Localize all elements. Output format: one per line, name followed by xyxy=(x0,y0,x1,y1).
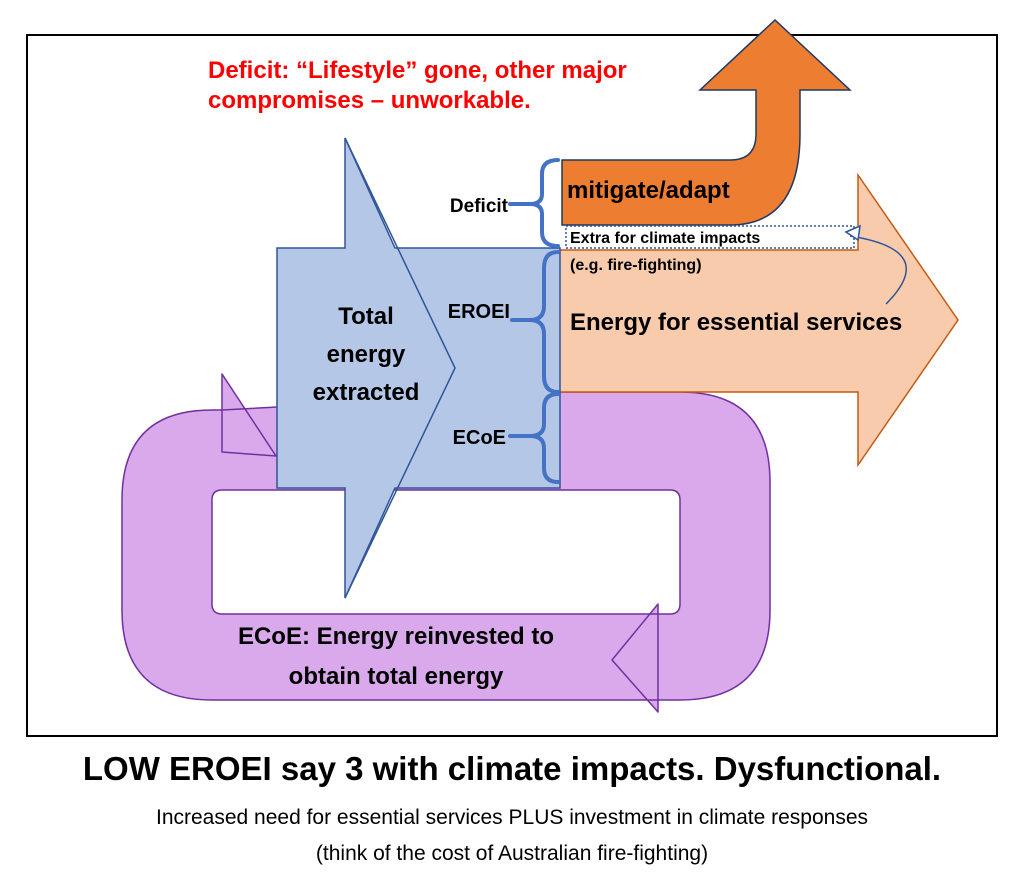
extra-climate-curve-arrow xyxy=(849,235,907,305)
deficit-label: Deficit xyxy=(450,196,509,217)
eroei-label: EROEI xyxy=(448,301,510,323)
extra-climate-box xyxy=(565,225,855,249)
total-energy-block xyxy=(276,137,561,599)
ecoe-brace xyxy=(508,392,560,484)
eroei-brace xyxy=(510,250,560,394)
deficit-headline-line1: Deficit: “Lifestyle” gone, other major xyxy=(208,57,627,84)
essential-services-label: Energy for essential services xyxy=(570,309,902,336)
deficit-headline-line2: compromises – unworkable. xyxy=(208,87,531,114)
caption-line-1: Increased need for essential services PL… xyxy=(155,806,868,829)
caption-title: LOW EROEI say 3 with climate impacts. Dy… xyxy=(82,750,942,787)
ecoe-label: ECoE xyxy=(453,427,506,449)
extra-climate-label: Extra for climate impacts xyxy=(570,230,760,247)
total-energy-line2: energy xyxy=(327,341,406,368)
total-energy-line3: extracted xyxy=(313,379,420,406)
deficit-brace xyxy=(508,158,560,248)
extra-climate-arrowhead xyxy=(844,224,861,242)
mitigate-adapt-arrow xyxy=(561,18,852,226)
reinvest-line2: obtain total energy xyxy=(289,663,504,690)
caption-line-2: (think of the cost of Australian fire-fi… xyxy=(315,842,709,865)
mitigate-label: mitigate/adapt xyxy=(567,177,730,204)
extra-climate-example: (e.g. fire-fighting) xyxy=(570,257,702,274)
total-energy-line1: Total xyxy=(338,303,394,330)
total-energy-arrow-edge xyxy=(344,137,456,599)
reinvest-line1: ECoE: Energy reinvested to xyxy=(238,623,554,650)
